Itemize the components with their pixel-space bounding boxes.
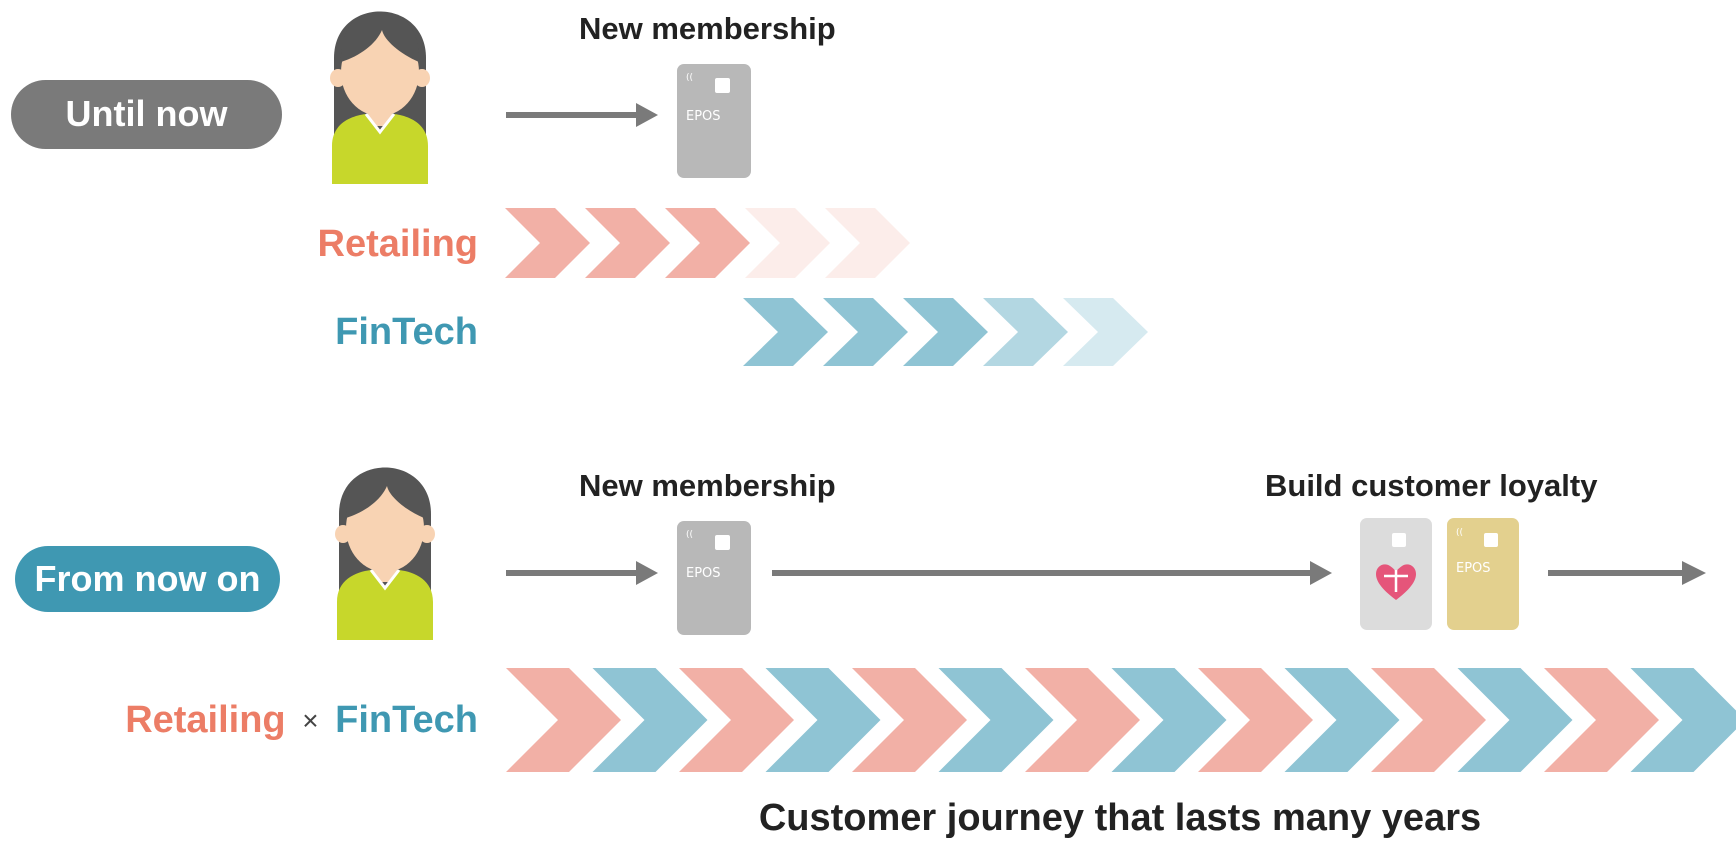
card-brand-label: EPOS [686, 566, 721, 581]
new-membership-label: New membership [579, 468, 836, 503]
credit-card-icon: EPOS [677, 521, 751, 635]
card-brand-label: EPOS [1456, 561, 1491, 576]
retail-chevron [745, 208, 830, 278]
from-now-on-badge-label: From now on [35, 558, 261, 599]
fintech-chevron [1111, 668, 1227, 772]
retail-chevron [506, 668, 621, 772]
gold-card-icon: (( EPOS [1447, 518, 1519, 630]
fintech-chevron [1630, 668, 1736, 772]
fintech-chevron [823, 298, 908, 366]
retailing-label: Retailing [318, 223, 478, 265]
new-membership-label: New membership [579, 11, 836, 46]
retail-chevron [1025, 668, 1140, 772]
retail-chevron [1544, 668, 1659, 772]
fintech-chevron [1063, 298, 1148, 366]
fintech-chevron [743, 298, 828, 366]
retail-chevron [1198, 668, 1313, 772]
fintech-label: FinTech [335, 311, 478, 353]
until-now-badge: Until now [11, 80, 282, 149]
customer-journey-caption: Customer journey that lasts many years [759, 797, 1481, 839]
person-icon [328, 10, 432, 186]
from-now-on-badge: From now on [15, 546, 280, 612]
retail-chevron [679, 668, 794, 772]
fintech-chevron-row [743, 298, 1148, 366]
fintech-chevron [938, 668, 1054, 772]
person-icon [333, 466, 437, 642]
arrow-icon [1548, 561, 1706, 585]
fintech-chevron [1457, 668, 1573, 772]
arrow-icon [506, 561, 658, 585]
retailing-x-fintech-label: Retailing × FinTech [125, 697, 478, 741]
retail-chevron [825, 208, 910, 278]
fintech-chevron [1284, 668, 1400, 772]
svg-text:((: (( [1456, 528, 1463, 538]
combined-fintech-label: FinTech [335, 699, 478, 741]
build-loyalty-label: Build customer loyalty [1265, 468, 1598, 503]
retail-chevron [665, 208, 750, 278]
times-symbol: × [302, 705, 318, 736]
retail-chevron [852, 668, 967, 772]
heart-card-icon [1360, 518, 1432, 630]
combined-chevron-row [506, 668, 1736, 772]
combined-retailing-label: Retailing [125, 699, 285, 741]
arrow-icon [772, 561, 1332, 585]
credit-card-icon: EPOS [677, 64, 751, 178]
fintech-chevron [983, 298, 1068, 366]
fintech-chevron [592, 668, 708, 772]
arrow-icon [506, 103, 658, 127]
retail-chevron [1371, 668, 1486, 772]
card-brand-label: EPOS [686, 109, 721, 124]
until-now-badge-label: Until now [66, 93, 229, 134]
retail-chevron [505, 208, 590, 278]
retail-chevron [585, 208, 670, 278]
fintech-chevron [765, 668, 881, 772]
fintech-chevron [903, 298, 988, 366]
retail-chevron-row [505, 208, 910, 278]
